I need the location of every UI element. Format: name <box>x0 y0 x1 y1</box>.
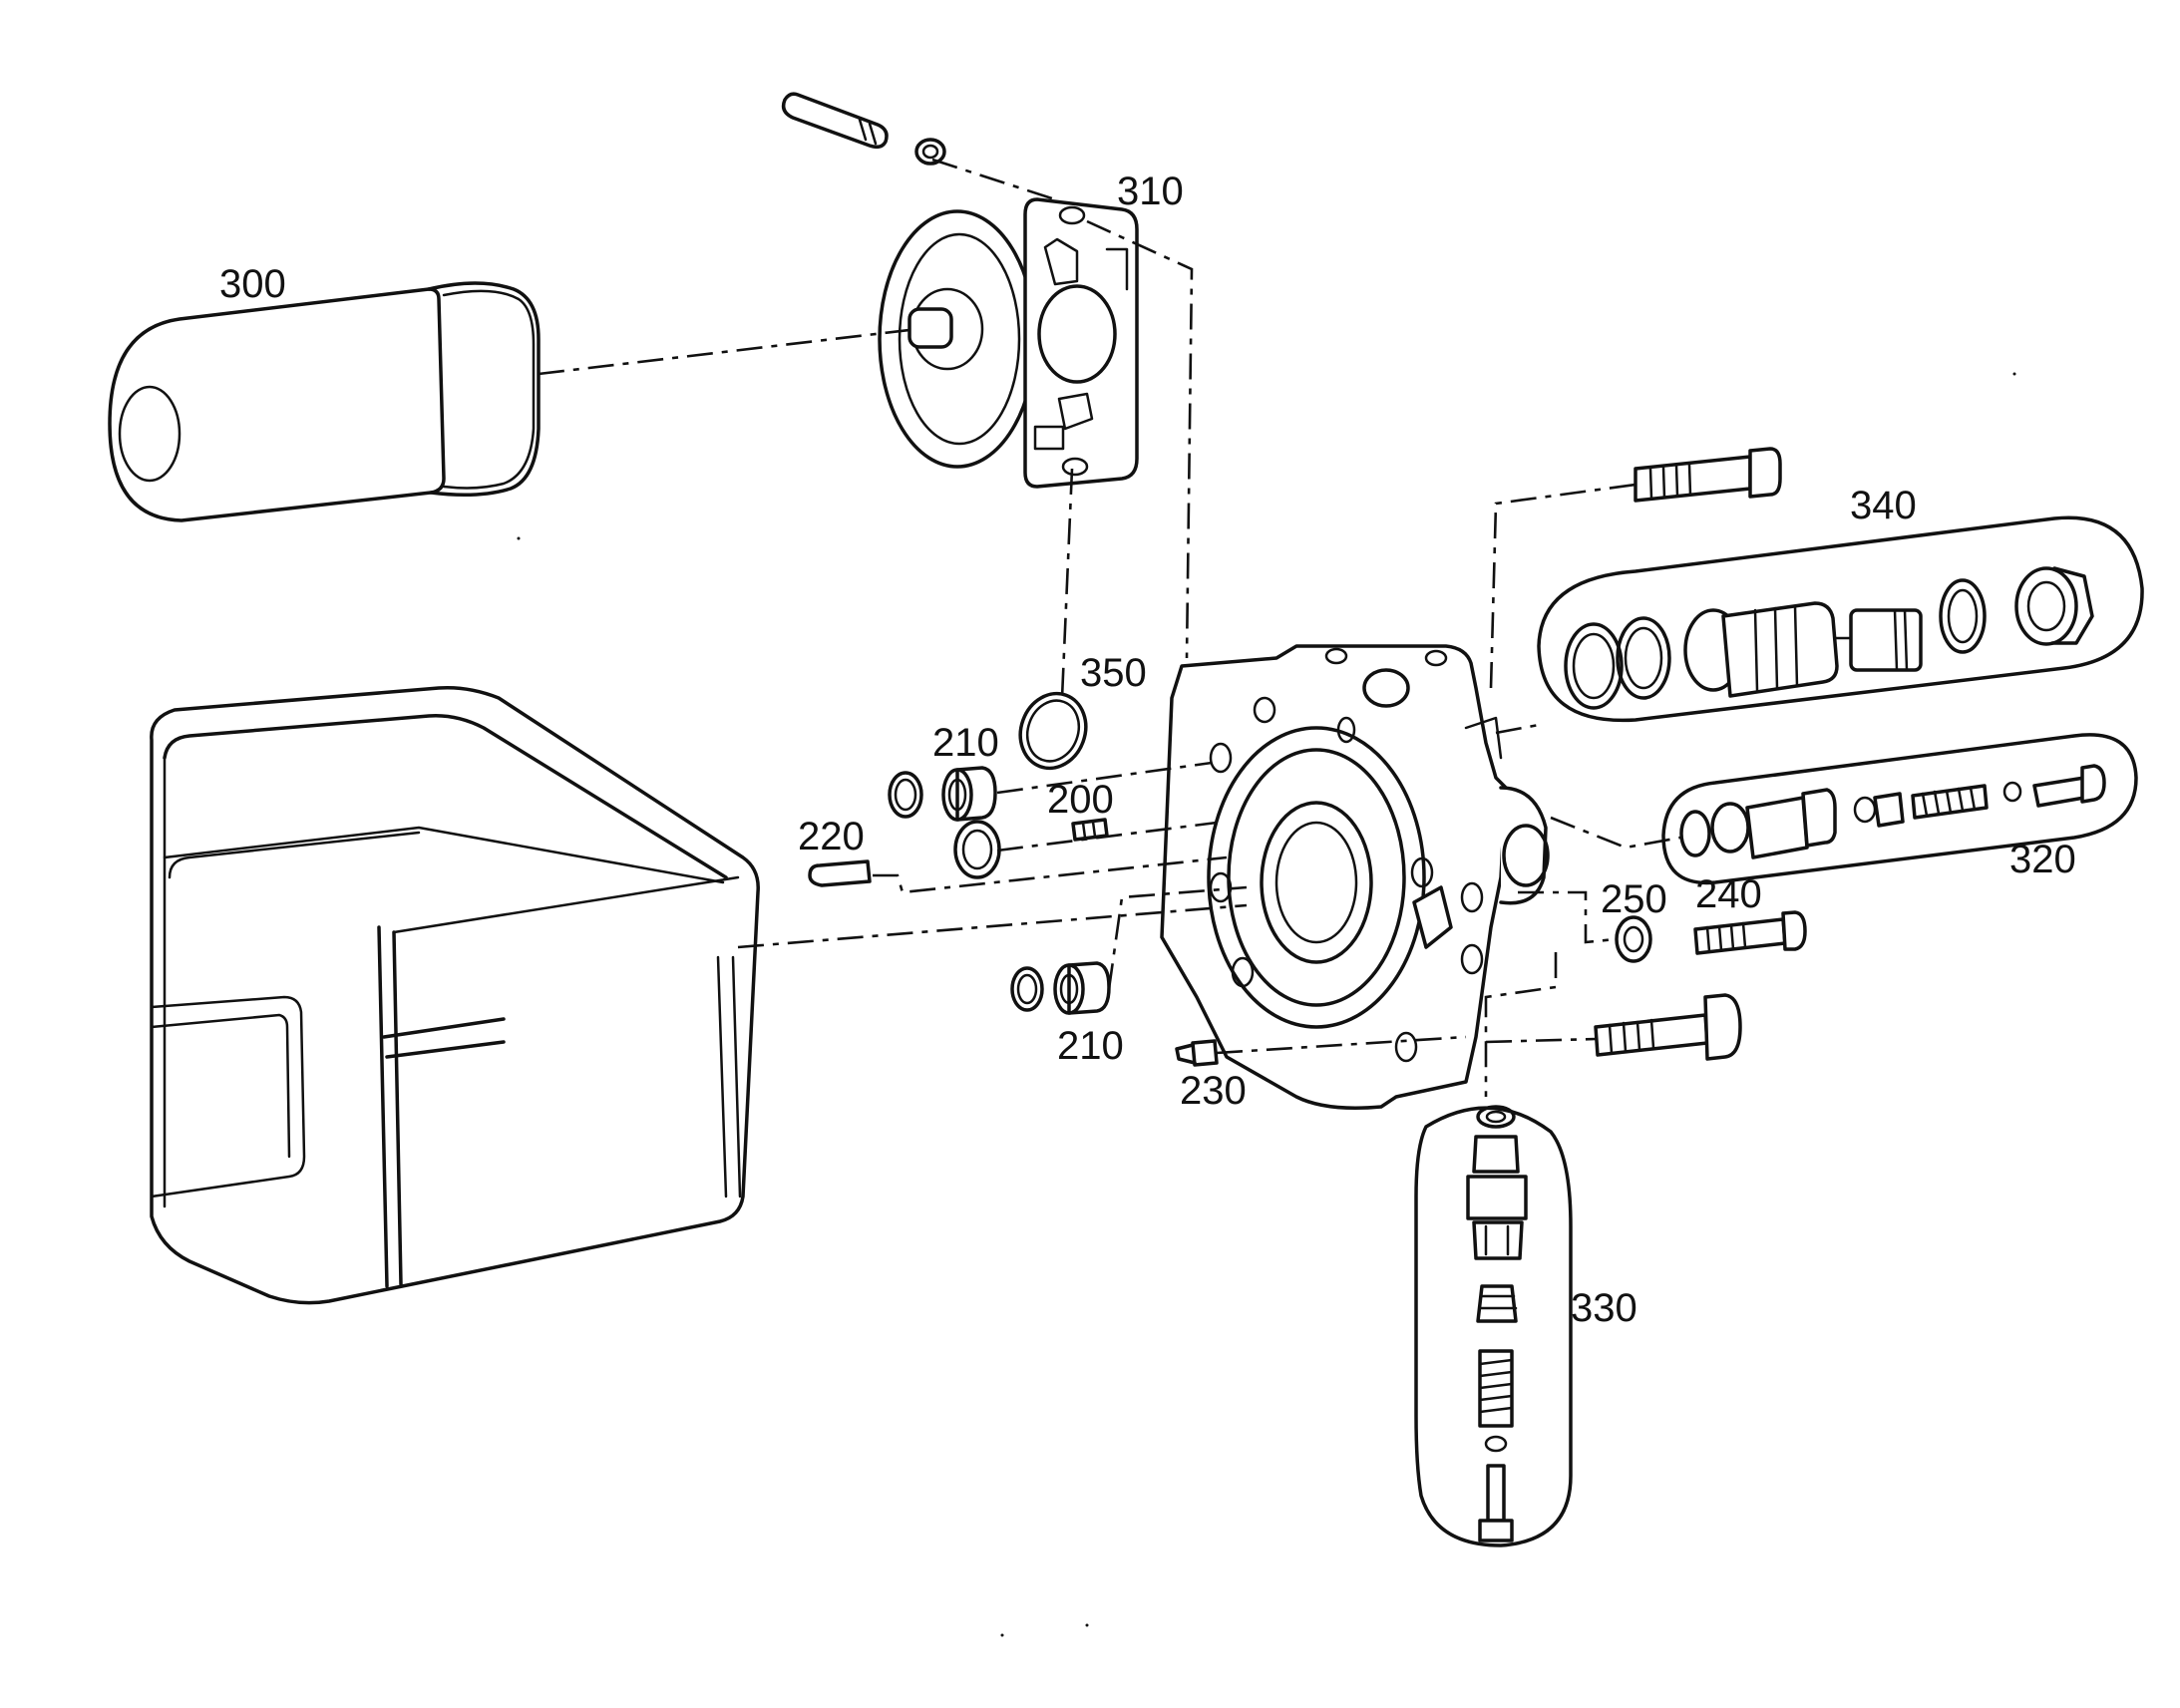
scan-specks <box>517 372 2016 1637</box>
label-310: 310 <box>1117 170 1184 213</box>
label-250: 250 <box>1601 877 1667 921</box>
plug-230 <box>1175 1039 1219 1067</box>
bolt-lower <box>1594 993 1742 1061</box>
callout-labels: 300 310 340 350 210 200 220 250 240 320 … <box>219 170 2076 1330</box>
bolt-240 <box>1693 910 1807 955</box>
bolt-340 <box>1634 447 1782 503</box>
label-330: 330 <box>1571 1286 1637 1330</box>
valve-housing <box>1160 644 1550 1110</box>
washer-250 <box>1615 915 1652 963</box>
label-220: 220 <box>798 815 865 858</box>
label-200: 200 <box>1047 778 1114 822</box>
label-240: 240 <box>1695 872 1762 916</box>
seal-210-upper <box>888 766 997 822</box>
label-300: 300 <box>219 262 286 306</box>
label-210-upper: 210 <box>932 721 999 765</box>
o-ring-350 <box>1018 691 1088 771</box>
valve-assembly-320 <box>1661 733 2138 885</box>
valve-assembly-340 <box>1537 515 2144 723</box>
label-320: 320 <box>2009 838 2076 881</box>
filter-head <box>878 197 1139 489</box>
filter-head-bolt <box>781 92 946 166</box>
label-350: 350 <box>1080 651 1147 695</box>
label-230: 230 <box>1180 1069 1247 1113</box>
label-340: 340 <box>1850 484 1917 527</box>
valve-assembly-330 <box>1414 1105 1573 1547</box>
seal-210-middle <box>953 820 1001 879</box>
oil-filter <box>108 281 541 522</box>
label-210-lower: 210 <box>1057 1024 1124 1068</box>
transmission-housing <box>150 685 760 1305</box>
assembly-lines <box>538 158 1681 1097</box>
seal-210-lower <box>1010 961 1111 1015</box>
pin-220 <box>808 859 872 887</box>
